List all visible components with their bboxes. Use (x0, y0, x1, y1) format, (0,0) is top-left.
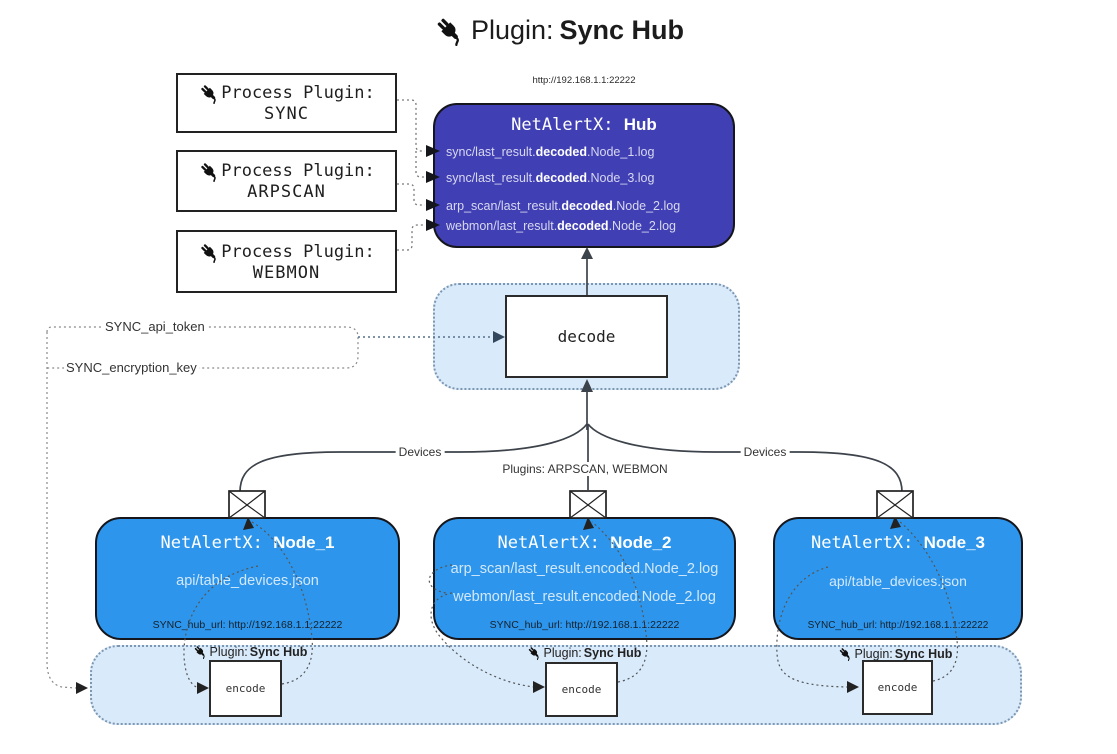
node-file: api/table_devices.json (176, 573, 319, 589)
decode-box: decode (505, 295, 668, 378)
node-1-box: NetAlertX: Node_1 api/table_devices.json… (95, 517, 400, 640)
plug-icon (198, 82, 220, 104)
plug-icon (193, 644, 208, 659)
node-hub-url: SYNC_hub_url: http://192.168.1.1:22222 (807, 620, 989, 631)
node-title: NetAlertX: Node_1 (160, 533, 335, 553)
plug-icon (198, 160, 220, 182)
encode-box-1: encode (209, 660, 282, 717)
node-file: api/table_devices.json (829, 573, 967, 589)
process-plugin-name: ARPSCAN (247, 182, 326, 202)
process-plugin-label: Process Plugin: (221, 161, 375, 181)
process-plugin-webmon: Process Plugin: WEBMON (176, 230, 397, 293)
node-hub-url: SYNC_hub_url: http://192.168.1.1:22222 (489, 619, 680, 631)
devices-label-left: Devices (395, 445, 445, 459)
hub-entry: sync/last_result.decoded.Node_3.log (446, 171, 655, 185)
process-plugin-name: WEBMON (252, 262, 321, 283)
hub-entry: sync/last_result.decoded.Node_1.log (446, 145, 655, 159)
plugins-label: Plugins: ARPSCAN, WEBMON (499, 462, 671, 476)
process-plugin-name: SYNC (264, 104, 309, 124)
plug-icon (198, 241, 220, 263)
encode-plugin-label: Plugin: Sync Hub (193, 644, 307, 659)
process-plugin-label: Process Plugin: (221, 83, 375, 103)
node-2-box: NetAlertX: Node_2 arp_scan/last_result.e… (433, 517, 736, 640)
hub-title: NetAlertX: Hub (511, 115, 657, 135)
node-file: webmon/last_result.encoded.Node_2.log (453, 589, 716, 605)
node-hub-url: SYNC_hub_url: http://192.168.1.1:22222 (152, 619, 343, 631)
envelope-icon (876, 490, 914, 519)
plug-icon (838, 646, 853, 661)
title-bold: Sync Hub (559, 14, 685, 45)
encode-plugin-label: Plugin: Sync Hub (838, 646, 952, 661)
hub-entry: webmon/last_result.decoded.Node_2.log (446, 219, 676, 233)
plug-icon (433, 14, 465, 46)
encode-box-3: encode (862, 660, 933, 715)
envelope-icon (569, 490, 607, 519)
node-title: NetAlertX: Node_2 (497, 533, 672, 553)
hub-entry: arp_scan/last_result.decoded.Node_2.log (446, 199, 681, 213)
plug-icon (527, 645, 542, 660)
devices-label-right: Devices (740, 445, 790, 459)
sync-encryption-key-label: SYNC_encryption_key (64, 360, 199, 375)
node-title: NetAlertX: Node_3 (810, 533, 985, 553)
node-file: arp_scan/last_result.encoded.Node_2.log (450, 561, 719, 577)
process-plugin-sync: Process Plugin: SYNC (176, 73, 397, 133)
encode-plugin-label: Plugin: Sync Hub (527, 645, 641, 660)
envelope-icon (228, 490, 266, 519)
hub-url-label: http://192.168.1.1:22222 (532, 75, 636, 86)
title-label: Plugin: (470, 14, 554, 45)
page-title: Plugin: Sync Hub (0, 14, 1117, 46)
encode-box-2: encode (545, 662, 618, 717)
process-plugin-arpscan: Process Plugin: ARPSCAN (176, 150, 397, 212)
process-plugin-label: Process Plugin: (221, 241, 375, 262)
sync-api-token-label: SYNC_api_token (103, 319, 207, 334)
hub-box: NetAlertX: Hub sync/last_result.decoded.… (433, 103, 735, 248)
node-3-box: NetAlertX: Node_3 api/table_devices.json… (773, 517, 1023, 640)
